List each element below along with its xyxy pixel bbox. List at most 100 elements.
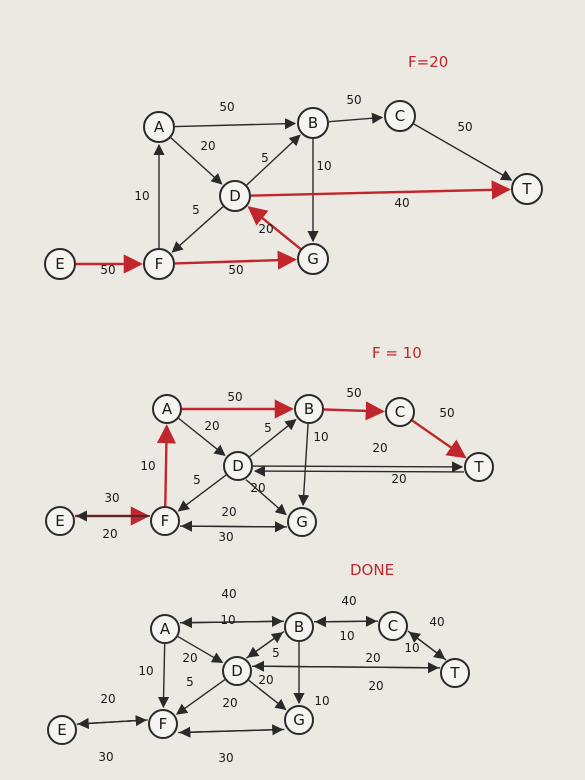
edge-capacity-label: 30 bbox=[218, 530, 233, 544]
edge-capacity-label: 5 bbox=[192, 203, 200, 217]
node-label: G bbox=[296, 513, 308, 531]
node-label: T bbox=[473, 458, 484, 476]
node-e: E bbox=[45, 506, 75, 536]
edge-capacity-label: 20 bbox=[182, 651, 197, 665]
edge-g-d bbox=[247, 206, 302, 250]
node-t: T bbox=[440, 658, 470, 688]
edge-capacity-label: 10 bbox=[220, 613, 235, 627]
edge-capacity-label: 10 bbox=[140, 459, 155, 473]
edge-capacity-label: 40 bbox=[341, 594, 356, 608]
node-circle bbox=[440, 658, 470, 688]
edge-capacity-label: 50 bbox=[227, 390, 242, 404]
edge-capacity-label: 10 bbox=[314, 694, 329, 708]
edge-d-f bbox=[177, 474, 227, 512]
node-label: B bbox=[308, 114, 318, 132]
edge-a-d bbox=[170, 137, 223, 185]
node-d: D bbox=[222, 656, 252, 686]
edge-t-d bbox=[253, 465, 464, 477]
edge-capacity-label: 10 bbox=[134, 189, 149, 203]
node-c: C bbox=[378, 611, 408, 641]
node-label: F bbox=[159, 715, 168, 733]
node-c: C bbox=[385, 397, 415, 427]
node-circle bbox=[222, 656, 252, 686]
node-g: G bbox=[297, 243, 329, 275]
edge-capacity-label: 10 bbox=[404, 641, 419, 655]
edge-capacity-label: 20 bbox=[391, 472, 406, 486]
edge-f-g bbox=[178, 724, 284, 736]
edge-capacity-label: 50 bbox=[457, 120, 472, 134]
edge-d-g bbox=[245, 479, 287, 516]
node-g: G bbox=[287, 507, 317, 537]
edge-d-b bbox=[249, 418, 297, 458]
node-label: E bbox=[55, 512, 64, 530]
edge-capacity-label: 40 bbox=[429, 615, 444, 629]
node-circle bbox=[378, 611, 408, 641]
edge-capacity-label: 30 bbox=[218, 751, 233, 765]
edge-t-d bbox=[252, 660, 441, 672]
node-circle bbox=[287, 507, 317, 537]
edge-capacity-label: 5 bbox=[193, 473, 201, 487]
node-a: A bbox=[143, 111, 175, 143]
edge-capacity-label: 10 bbox=[313, 430, 328, 444]
node-label: C bbox=[388, 617, 398, 635]
node-label: A bbox=[154, 118, 165, 136]
node-d: D bbox=[219, 180, 251, 212]
edge-capacity-label: 20 bbox=[372, 441, 387, 455]
edge-capacity-label: 30 bbox=[98, 750, 113, 764]
node-g: G bbox=[284, 705, 314, 735]
edge-capacity-label: 50 bbox=[219, 100, 234, 114]
edge-capacity-label: 10 bbox=[339, 629, 354, 643]
edge-capacity-label: 20 bbox=[204, 419, 219, 433]
edge-capacity-label: 5 bbox=[272, 646, 280, 660]
node-circle bbox=[297, 107, 329, 139]
node-label: B bbox=[294, 618, 304, 636]
node-circle bbox=[511, 173, 543, 205]
diagram-title: F=20 bbox=[408, 53, 448, 71]
edge-capacity-label: 10 bbox=[138, 664, 153, 678]
edge-capacity-label: 20 bbox=[221, 505, 236, 519]
node-circle bbox=[284, 612, 314, 642]
edge-capacity-label: 40 bbox=[394, 196, 409, 210]
node-label: C bbox=[395, 403, 405, 421]
edge-capacity-label: 50 bbox=[228, 263, 243, 277]
node-circle bbox=[150, 506, 180, 536]
node-label: T bbox=[449, 664, 460, 682]
node-circle bbox=[464, 452, 494, 482]
edge-d-b bbox=[246, 134, 301, 186]
edge-capacity-label: 50 bbox=[100, 263, 115, 277]
node-label: G bbox=[307, 250, 319, 268]
edge-b-d bbox=[247, 631, 285, 658]
node-circle bbox=[385, 397, 415, 427]
edge-capacity-label: 20 bbox=[368, 679, 383, 693]
node-circle bbox=[219, 180, 251, 212]
edge-t-c bbox=[408, 631, 447, 661]
node-circle bbox=[44, 248, 76, 280]
edge-b-a bbox=[180, 616, 284, 629]
node-b: B bbox=[284, 612, 314, 642]
diagram-title: F = 10 bbox=[372, 344, 422, 362]
node-d: D bbox=[223, 451, 253, 481]
node-f: F bbox=[148, 709, 178, 739]
node-a: A bbox=[152, 394, 182, 424]
edge-b-c bbox=[328, 112, 384, 124]
edge-d-t bbox=[250, 180, 511, 200]
node-label: A bbox=[162, 400, 173, 418]
node-circle bbox=[143, 248, 175, 280]
node-circle bbox=[223, 451, 253, 481]
diagram-title: DONE bbox=[350, 561, 394, 579]
edge-capacity-label: 20 bbox=[100, 692, 115, 706]
node-b: B bbox=[294, 394, 324, 424]
node-circle bbox=[150, 614, 180, 644]
node-t: T bbox=[464, 452, 494, 482]
edge-capacity-label: 50 bbox=[346, 93, 361, 107]
edge-capacity-label: 20 bbox=[222, 696, 237, 710]
edge-capacity-label: 20 bbox=[102, 527, 117, 541]
edge-capacity-label: 50 bbox=[346, 386, 361, 400]
node-circle bbox=[143, 111, 175, 143]
node-label: F bbox=[161, 512, 170, 530]
node-circle bbox=[284, 705, 314, 735]
node-circle bbox=[384, 100, 416, 132]
edge-d-t bbox=[252, 461, 464, 473]
node-circle bbox=[148, 709, 178, 739]
node-circle bbox=[297, 243, 329, 275]
